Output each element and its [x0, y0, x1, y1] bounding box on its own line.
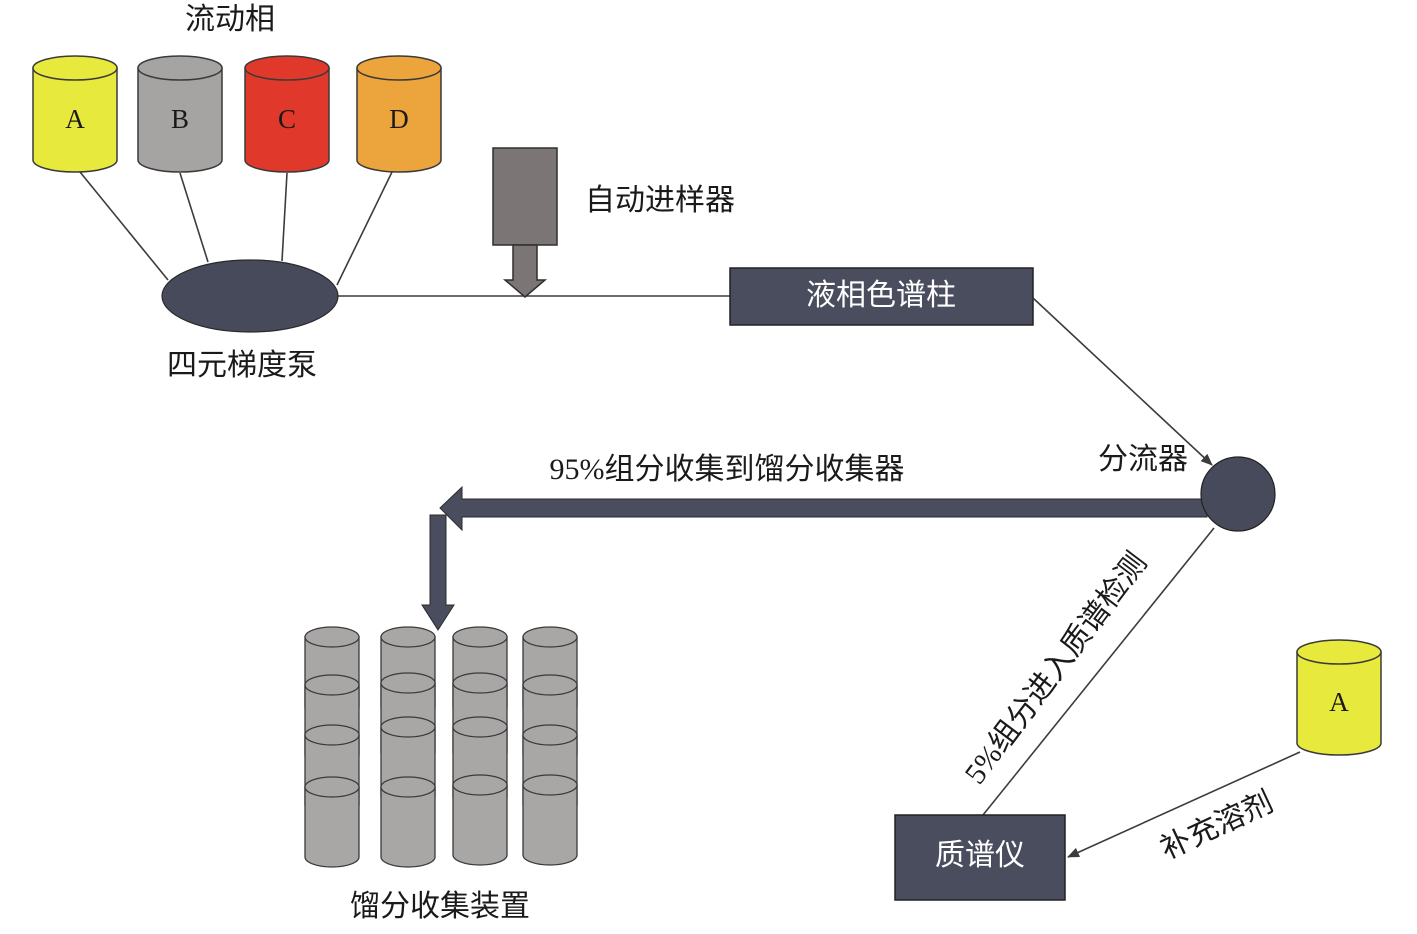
- lc-column-label: 液相色谱柱: [806, 279, 956, 312]
- line-reservoir-b-to-pump: [179, 172, 209, 263]
- fraction-tube-body: [380, 786, 436, 868]
- arrow-column-to-splitter: [1032, 297, 1213, 466]
- fraction-tube: [452, 774, 508, 866]
- reservoir-a-top: [32, 55, 118, 81]
- fraction-tube-top: [522, 724, 578, 746]
- lc-column: [729, 267, 1034, 326]
- reservoir-b-label: B: [171, 104, 189, 134]
- reservoir-a: A: [32, 55, 118, 173]
- fraction-tube-top: [304, 674, 360, 696]
- autosampler-label: 自动进样器: [585, 184, 735, 217]
- reservoir-c-body: [244, 67, 330, 173]
- fraction-tube-body: [522, 784, 578, 866]
- line-reservoir-a-to-pump: [79, 171, 169, 281]
- fraction-tube-top: [452, 716, 508, 738]
- fraction-tube-top: [452, 672, 508, 694]
- fraction-collector-label: 馏分收集装置: [350, 890, 530, 923]
- splitter-label: 分流器: [1098, 443, 1188, 476]
- fraction-tube: [522, 774, 578, 866]
- reservoir-d-top: [356, 55, 442, 81]
- fraction-tube-top: [522, 774, 578, 796]
- mobile-phase-title: 流动相: [185, 3, 275, 36]
- autosampler-injection-arrow: [502, 244, 548, 298]
- line-splitter-to-ms: [982, 527, 1215, 816]
- arrow-makeup-to-ms: [1067, 751, 1301, 858]
- quaternary-pump: [161, 259, 339, 333]
- reservoir-c-label: C: [278, 104, 296, 134]
- makeup-reservoir-body: [1296, 651, 1382, 756]
- collection-arrow: [439, 485, 1208, 532]
- makeup-reservoir-label: A: [1329, 687, 1349, 717]
- makeup-solvent-label: 补充溶剂: [1156, 785, 1279, 866]
- fraction-tube-top: [522, 674, 578, 696]
- fraction-tube-top: [304, 776, 360, 798]
- pump-label: 四元梯度泵: [167, 349, 317, 382]
- fraction-tube-top: [380, 776, 436, 798]
- reservoir-c: C: [244, 55, 330, 173]
- fraction-tube-top: [380, 626, 436, 648]
- collection-path-label: 95%组分收集到馏分收集器: [550, 453, 905, 486]
- line-reservoir-d-to-pump: [336, 171, 393, 286]
- makeup-solvent-reservoir: A: [1296, 639, 1382, 756]
- fraction-tube: [380, 776, 436, 868]
- reservoir-b-body: [137, 67, 223, 173]
- fraction-collector: [304, 626, 578, 868]
- fraction-tube-top: [304, 724, 360, 746]
- reservoir-d-body: [356, 67, 442, 173]
- line-reservoir-c-to-pump: [281, 172, 288, 262]
- mass-spectrometer-label: 质谱仪: [935, 839, 1025, 872]
- mass-spectrometer: [894, 814, 1066, 901]
- fraction-tube-top: [522, 626, 578, 648]
- fraction-tube-top: [304, 626, 360, 648]
- reservoir-c-top: [244, 55, 330, 81]
- fraction-tube: [304, 776, 360, 868]
- ms-path-label: 5%组分进入质谱检测: [958, 547, 1153, 790]
- reservoir-b-top: [137, 55, 223, 81]
- fraction-tube-top: [380, 672, 436, 694]
- fraction-tube-top: [452, 774, 508, 796]
- reservoir-a-body: [32, 67, 118, 173]
- fraction-tube-top: [380, 716, 436, 738]
- autosampler-body: [492, 147, 558, 246]
- splitter: [1200, 456, 1276, 532]
- autosampler: [492, 147, 558, 298]
- collector-down-arrow: [421, 514, 455, 631]
- reservoir-b: B: [137, 55, 223, 173]
- fraction-tube-body: [304, 786, 360, 868]
- makeup-reservoir-top: [1296, 639, 1382, 665]
- reservoir-a-label: A: [65, 104, 85, 134]
- reservoir-d-label: D: [389, 104, 409, 134]
- fraction-tube-top: [452, 626, 508, 648]
- reservoir-d: D: [356, 55, 442, 173]
- fraction-tube-body: [452, 784, 508, 866]
